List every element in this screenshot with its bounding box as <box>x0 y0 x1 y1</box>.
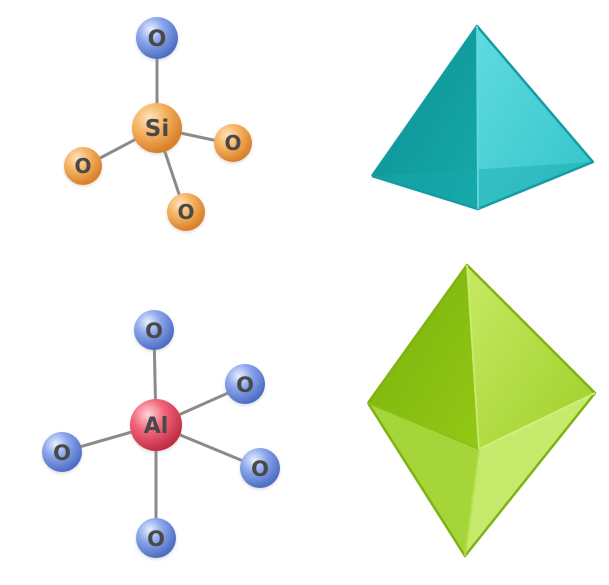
oxygen-atom: O <box>136 518 176 558</box>
oxygen-atom: O <box>167 193 205 231</box>
atom-label: Al <box>144 414 169 439</box>
atom-label: O <box>177 200 194 224</box>
aluminum-atom: Al <box>130 399 182 451</box>
tetrahedron-polyhedron <box>370 24 595 211</box>
atom-label: O <box>145 319 163 343</box>
oxygen-atom: O <box>134 310 174 350</box>
atom-label: O <box>147 527 165 551</box>
atom-label: O <box>74 154 91 178</box>
aluminate-molecule: O O O O O Al <box>42 310 280 558</box>
oxygen-atom: O <box>225 364 265 404</box>
octahedron-polyhedron <box>366 263 597 558</box>
oxygen-atom: O <box>64 147 102 185</box>
atom-label: O <box>236 373 254 397</box>
oxygen-atom: O <box>136 17 178 59</box>
oxygen-atom: O <box>214 124 252 162</box>
atom-label: O <box>53 441 71 465</box>
atom-label: O <box>251 457 269 481</box>
atom-label: O <box>148 27 167 52</box>
oxygen-atom: O <box>42 432 82 472</box>
atom-label: O <box>224 131 241 155</box>
atom-label: Si <box>145 116 169 142</box>
oxygen-atom: O <box>240 448 280 488</box>
silicon-atom: Si <box>132 103 182 153</box>
silicate-molecule: O O O O Si <box>64 17 252 231</box>
